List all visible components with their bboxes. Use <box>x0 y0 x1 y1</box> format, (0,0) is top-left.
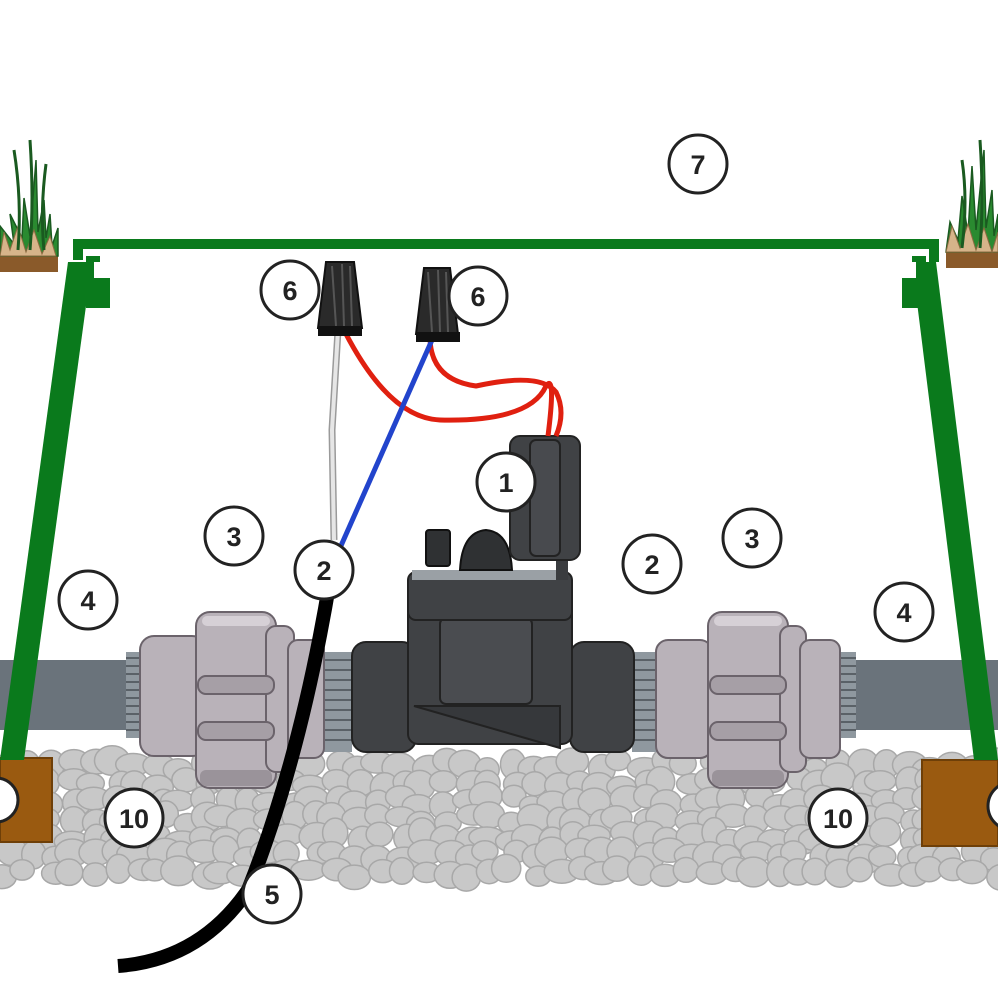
valve-box-wall-left <box>0 262 92 760</box>
svg-text:3: 3 <box>744 524 759 554</box>
callout-gravel-left: 10 <box>103 787 165 849</box>
svg-text:2: 2 <box>316 556 331 586</box>
wire-connector-left <box>316 261 364 336</box>
valve-box-wall-right <box>912 262 998 760</box>
gravel-stone <box>863 770 897 793</box>
callout-union-left: 3 <box>203 505 265 567</box>
gravel-stone <box>626 855 656 886</box>
svg-text:4: 4 <box>80 586 95 616</box>
callout-gravel-right: 10 <box>807 787 869 849</box>
wire-connector-right <box>414 267 460 342</box>
gravel-stone <box>365 821 394 848</box>
svg-text:10: 10 <box>119 804 149 834</box>
gravel-stone <box>54 858 84 887</box>
valve-body <box>351 528 635 753</box>
gravel-stone <box>846 856 874 883</box>
svg-text:2: 2 <box>644 550 659 580</box>
callout-pipe-left: 4 <box>57 569 119 631</box>
callout-connector-right: 6 <box>447 265 509 327</box>
callout-adapter-right: 2 <box>621 533 683 595</box>
grass-right <box>945 139 998 268</box>
gravel-stone <box>986 864 998 891</box>
thread-left-outer <box>126 652 142 738</box>
brick-left-callout-partial <box>0 776 20 824</box>
thread-right-inner <box>632 652 658 752</box>
grass-left <box>0 139 59 272</box>
thread-left-inner <box>322 652 352 752</box>
callout-lid: 7 <box>667 133 729 195</box>
callout-adapter-left: 2 <box>293 539 355 601</box>
gravel-stone <box>9 858 36 881</box>
callout-pipe-right: 4 <box>873 581 935 643</box>
gravel-stone <box>735 856 772 888</box>
callout-union-right: 3 <box>721 507 783 569</box>
gravel-stone <box>601 855 632 882</box>
svg-text:4: 4 <box>896 598 911 628</box>
callout-cable: 5 <box>241 863 303 925</box>
wire-white-core <box>329 329 340 541</box>
wire-red-solenoid <box>427 339 564 437</box>
brick-right-callout-partial <box>986 784 998 828</box>
svg-text:6: 6 <box>282 276 297 306</box>
gravel-stone <box>105 853 132 884</box>
gravel-stone <box>471 840 499 863</box>
svg-text:10: 10 <box>823 804 853 834</box>
gravel-stone <box>81 862 109 888</box>
union-fitting-right <box>655 611 841 789</box>
gravel-stone <box>388 856 416 885</box>
svg-text:3: 3 <box>226 522 241 552</box>
callout-connector-left: 6 <box>259 259 321 321</box>
svg-text:6: 6 <box>470 282 485 312</box>
valve-box-lid <box>73 239 939 262</box>
wire-red-common <box>343 332 555 437</box>
wire-blue <box>337 338 435 550</box>
svg-text:5: 5 <box>264 880 279 910</box>
gravel-stone <box>955 859 989 885</box>
gravel-stone <box>159 855 197 887</box>
svg-text:1: 1 <box>498 468 513 498</box>
brick-right <box>921 759 998 847</box>
callout-valve: 1 <box>475 451 537 513</box>
valve-box <box>0 239 998 760</box>
gravel-stone <box>868 817 902 847</box>
union-fitting-left <box>139 611 325 789</box>
gravel-stone <box>337 864 372 891</box>
gravel-stone <box>490 853 522 883</box>
gravel-stone <box>801 857 829 886</box>
gravel-stone <box>428 769 458 794</box>
gravel-stone <box>672 856 700 884</box>
svg-text:7: 7 <box>690 150 705 180</box>
